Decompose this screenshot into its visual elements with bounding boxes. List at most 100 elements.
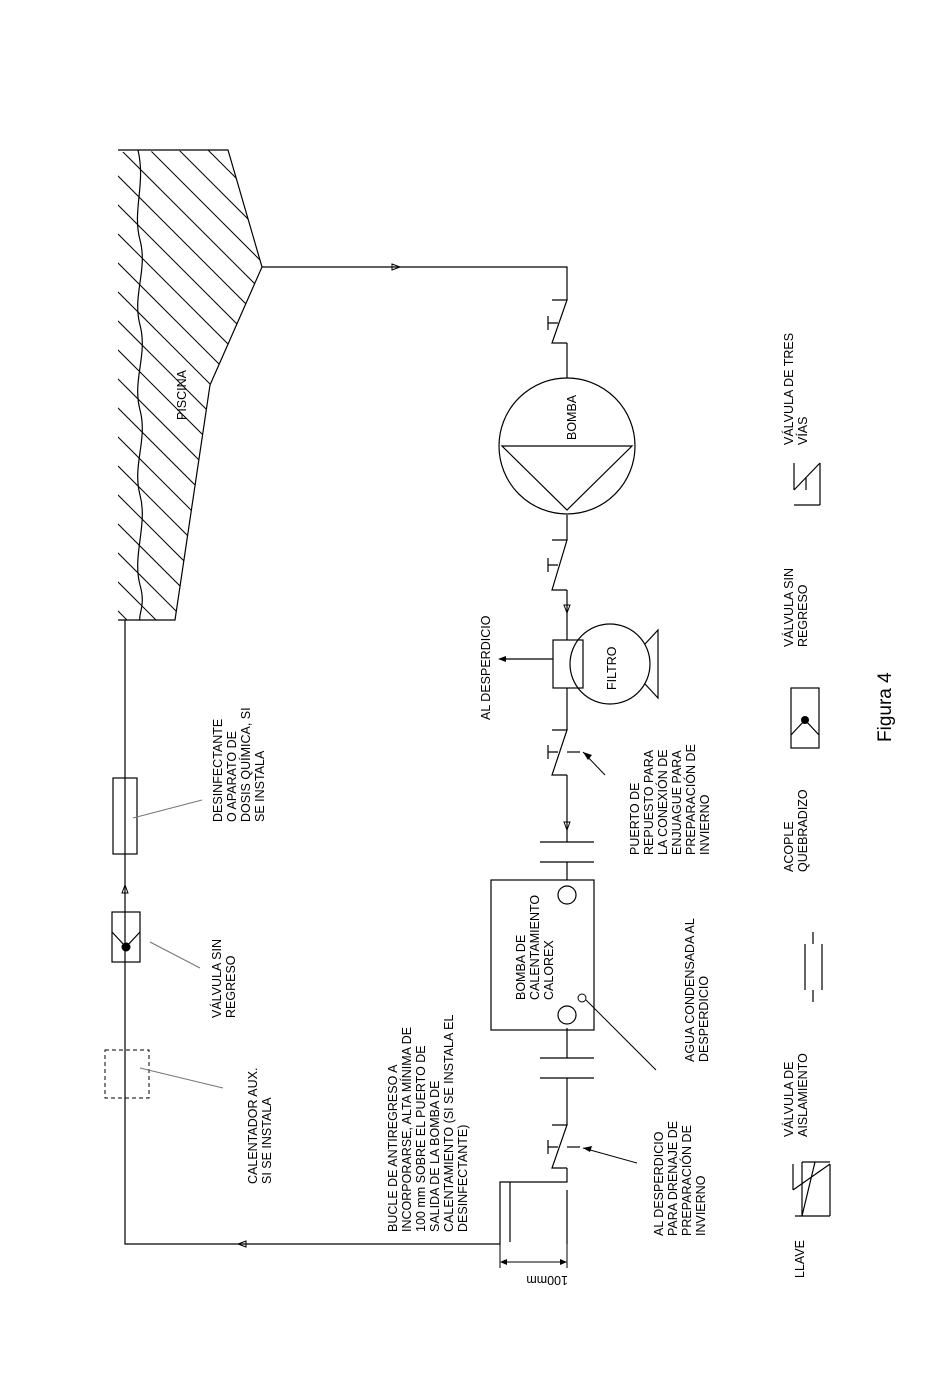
coupling-bottom <box>540 1057 594 1079</box>
svg-text:AISLAMIENTO: AISLAMIENTO <box>796 1053 810 1137</box>
flow-arrow-return <box>236 1240 247 1248</box>
hatch-line <box>100 883 300 1083</box>
pipe-return-line <box>124 620 500 1245</box>
hatch-line <box>100 767 300 967</box>
legend-check-valve-symbol <box>790 687 820 749</box>
hatch-line <box>118 150 262 156</box>
hatch-line <box>118 150 262 301</box>
pool-outline <box>118 149 263 621</box>
check-valve-leader <box>149 941 201 969</box>
svg-text:PARA DRENAJE DE: PARA DRENAJE DE <box>666 1121 680 1236</box>
legend-three-way-valve-symbol <box>793 462 821 506</box>
label-bomba-calentamiento: BOMBA DE CALENTAMIENTO CALOREX <box>514 895 556 1000</box>
filter-waste-arrowhead <box>498 656 506 662</box>
legend-valvula-aislamiento-label: VÁLVULA DE AISLAMIENTO <box>781 1053 810 1137</box>
hatch-line <box>118 389 262 591</box>
svg-text:SE INSTALA: SE INSTALA <box>253 750 267 822</box>
figure-caption: Figura 4 <box>875 672 896 742</box>
label-filtro: FILTRO <box>605 646 619 690</box>
label-bucle: BUCLE DE ANTIREGRESO A INCORPORARSE, ALT… <box>386 1015 470 1232</box>
svg-text:INVIERNO: INVIERNO <box>698 794 712 855</box>
dimension-100mm: 100mm <box>499 1244 568 1287</box>
legend-llave-label: LLAVE <box>793 1240 807 1278</box>
svg-text:BUCLE DE ANTIREGRESO A: BUCLE DE ANTIREGRESO A <box>386 1064 400 1232</box>
pump-body <box>498 377 636 515</box>
svg-text:AGUA CONDENSADA AL: AGUA CONDENSADA AL <box>683 918 697 1062</box>
hatch-line <box>118 150 262 214</box>
heat-pump-outlet <box>557 1005 577 1025</box>
check-valve-box <box>111 911 141 963</box>
label-al-desperdicio: AL DESPERDICIO <box>479 615 493 720</box>
legend: LLAVE VÁLVULA DE AISLAMIENTO ACOPLE QUEB… <box>781 333 831 1278</box>
legend-acople-label: ACOPLE QUEBRADIZO <box>782 789 810 872</box>
flow-arrow-filter <box>563 604 571 615</box>
svg-text:VÁLVULA DE TRES: VÁLVULA DE TRES <box>781 333 796 445</box>
heat-pump-inlet <box>557 885 577 905</box>
aux-heater-leader <box>139 1067 224 1089</box>
aux-heater <box>104 1049 224 1099</box>
hatch-line <box>118 186 262 388</box>
label-al-desperdicio-drenaje: AL DESPERDICIO PARA DRENAJE DE PREPARACI… <box>652 1121 708 1236</box>
legend-isolation-valve-symbol <box>792 1163 831 1217</box>
disinfectant-box <box>112 777 138 855</box>
hatch-line <box>118 150 262 272</box>
svg-text:VÁLVULA SIN: VÁLVULA SIN <box>209 939 224 1018</box>
hatch-line <box>100 709 300 909</box>
label-puerto: PUERTO DE REPUESTO PARA LA CONEXIÓN DE E… <box>628 744 712 855</box>
svg-text:CALOREX: CALOREX <box>542 940 556 1000</box>
hatch-line <box>118 476 262 620</box>
hatch-line <box>100 0 300 126</box>
heat-pump-box <box>490 879 595 1031</box>
svg-text:CALENTAMIENTO (SI SE INSTALA E: CALENTAMIENTO (SI SE INSTALA EL <box>442 1015 456 1232</box>
disinfectant-device <box>112 777 203 855</box>
svg-text:LA CONEXIÓN DE: LA CONEXIÓN DE <box>655 749 670 855</box>
hatch-line <box>118 360 262 562</box>
hatch-line <box>100 738 300 938</box>
flow-arrow-up <box>121 883 129 894</box>
legend-valvula-tres-vias-label: VÁLVULA DE TRES VÍAS <box>781 333 810 445</box>
pipe-loop-top <box>499 1168 568 1244</box>
svg-text:SI SE INSTALA: SI SE INSTALA <box>260 1097 274 1184</box>
hatch-line <box>100 680 300 880</box>
legend-coupling-symbol <box>804 932 823 1002</box>
svg-text:REGRESO: REGRESO <box>796 584 810 647</box>
svg-text:AL DESPERDICIO: AL DESPERDICIO <box>652 1131 666 1236</box>
svg-text:ENJUAGUE PARA: ENJUAGUE PARA <box>670 750 684 855</box>
hatch-line <box>118 244 262 446</box>
filter-base <box>644 628 659 700</box>
hatch-line <box>118 563 262 620</box>
flow-arrow-pool <box>391 263 402 271</box>
label-desinfectante: DESINFECTANTE O APARATO DE DOSIS QUÍMICA… <box>211 707 267 822</box>
aux-heater-box <box>104 1049 150 1099</box>
hatch-line <box>118 447 262 620</box>
svg-text:O APARATO DE: O APARATO DE <box>225 731 239 822</box>
hatch-line <box>100 651 300 851</box>
pool-hatching <box>100 0 300 1083</box>
hatch-line <box>100 0 300 68</box>
svg-text:ACOPLE: ACOPLE <box>782 821 796 872</box>
drain-arrowhead <box>583 1146 592 1152</box>
hatch-line <box>118 150 262 185</box>
pump-triangle <box>500 445 634 511</box>
svg-text:DESINFECTANTE: DESINFECTANTE <box>211 719 225 822</box>
heat-pump: BOMBA DE CALENTAMIENTO CALOREX <box>490 879 657 1071</box>
isolation-valve-pump-outlet <box>547 539 568 591</box>
hatch-line <box>118 302 262 504</box>
check-valve-return <box>111 911 201 969</box>
puerto-arrowhead <box>583 752 592 760</box>
svg-text:REGRESO: REGRESO <box>224 955 238 1018</box>
hatch-line <box>100 0 300 10</box>
label-agua-condensada: AGUA CONDENSADA AL DESPERDICIO <box>683 918 711 1062</box>
svg-text:VÁLVULA SIN: VÁLVULA SIN <box>781 568 796 647</box>
coupling-top <box>540 841 594 863</box>
hatch-line <box>118 215 262 417</box>
three-way-valve-filter <box>547 729 580 776</box>
svg-text:CALENTAMIENTO: CALENTAMIENTO <box>528 895 542 1000</box>
hatch-line <box>100 622 300 822</box>
filter: FILTRO AL DESPERDICIO <box>479 615 659 720</box>
hatch-line <box>100 0 300 39</box>
legend-valvula-sin-regreso-label: VÁLVULA SIN REGRESO <box>781 568 810 647</box>
svg-text:DESINFECTANTE): DESINFECTANTE) <box>456 1125 470 1232</box>
svg-text:VÍAS: VÍAS <box>795 417 810 446</box>
flow-arrow-coupling <box>563 821 571 832</box>
